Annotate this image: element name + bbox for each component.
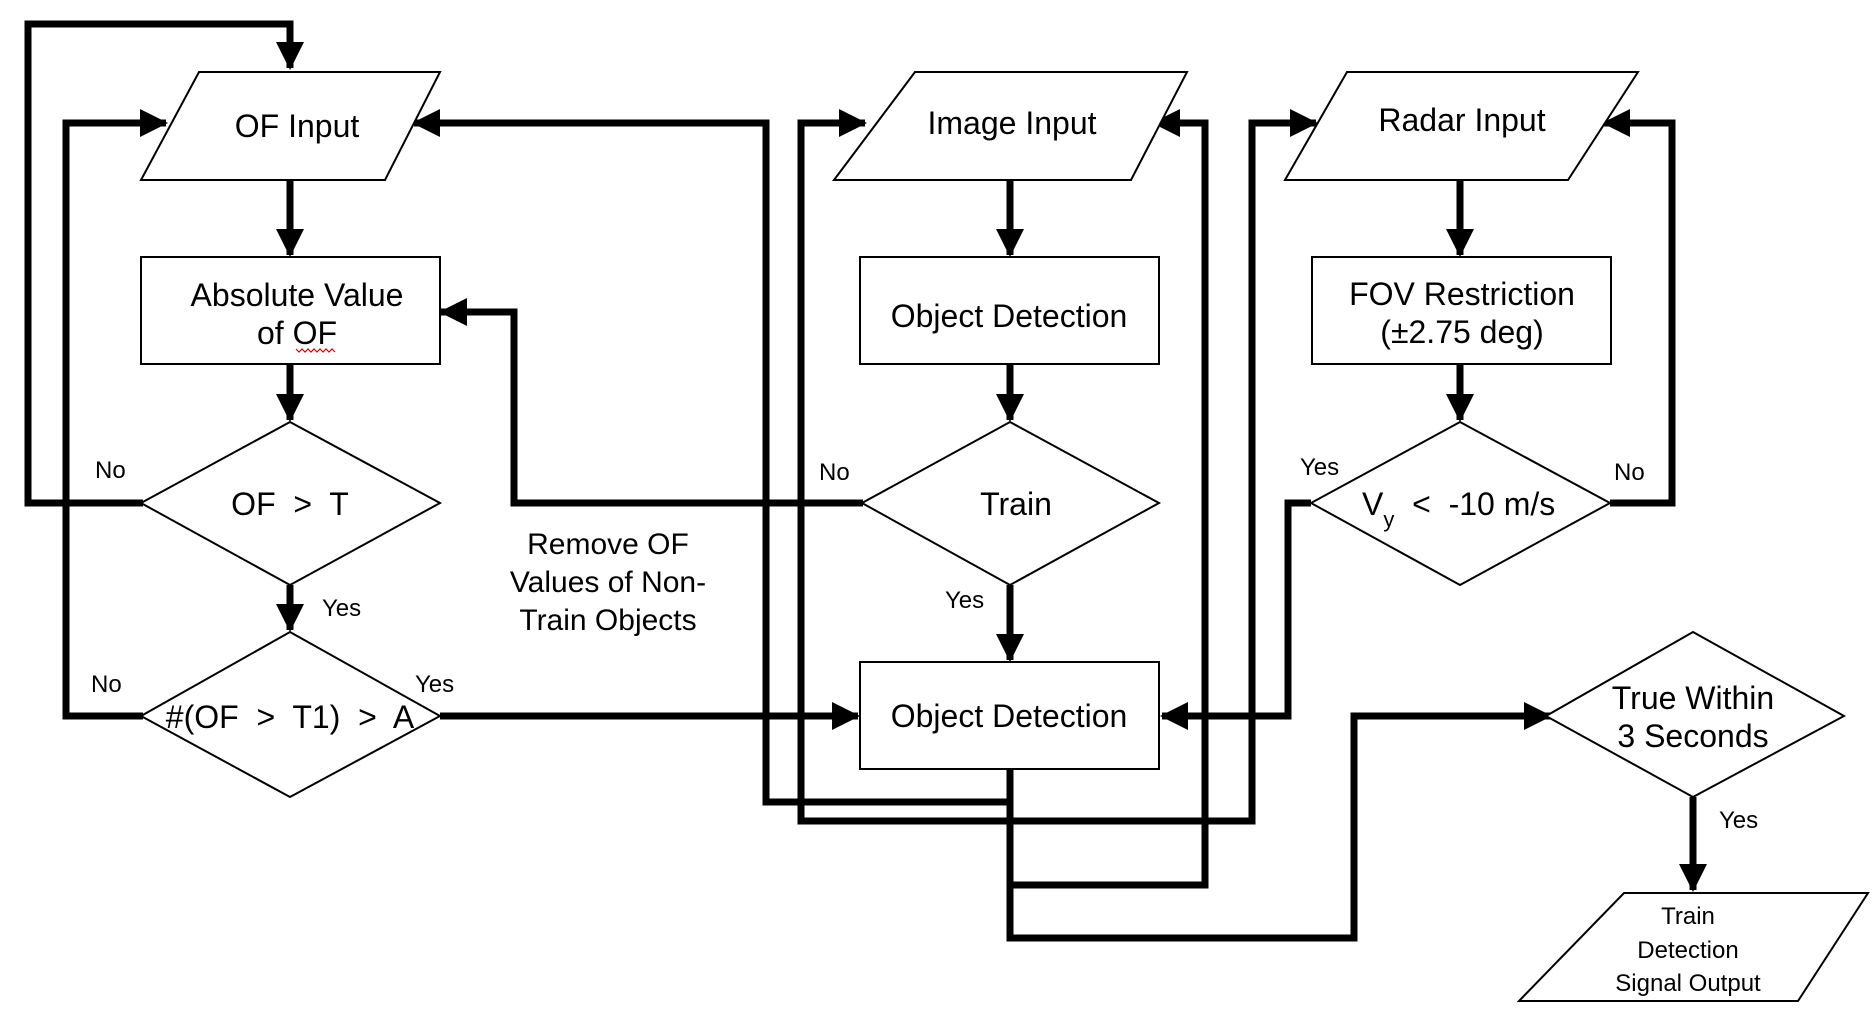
branch-train-yes: Yes bbox=[945, 587, 984, 614]
count-gt-a-label: #(OF > T1) > A bbox=[166, 699, 415, 735]
of-gt-t-label: OF > T bbox=[231, 486, 349, 522]
branch-count-yes: Yes bbox=[415, 671, 454, 698]
note-line1: Remove OF bbox=[527, 528, 689, 561]
spellcheck-underline bbox=[295, 348, 336, 353]
fov-label-line1: FOV Restriction bbox=[1349, 276, 1575, 312]
of-input-label: OF Input bbox=[235, 108, 360, 144]
branch-vy-yes: Yes bbox=[1300, 454, 1339, 481]
note-line2: Values of Non- bbox=[510, 566, 706, 599]
output-label-line1: Train bbox=[1661, 903, 1715, 930]
connector-vy-no bbox=[1602, 109, 1676, 507]
vy-label: Vy < -10 m/s bbox=[1362, 486, 1555, 532]
connectors bbox=[24, 20, 1707, 942]
output-label-line2: Detection bbox=[1637, 937, 1738, 964]
of-gt-t-diamond bbox=[138, 420, 443, 587]
image-input-parallelogram bbox=[832, 71, 1189, 181]
connector-vy-yes bbox=[1160, 499, 1311, 730]
branch-vy-no: No bbox=[1614, 459, 1645, 486]
branch-train-no: No bbox=[819, 459, 850, 486]
count-gt-a-diamond bbox=[138, 630, 443, 799]
branch-count-no: No bbox=[91, 671, 122, 698]
node-labels: OF Input Absolute Value of OF OF > T #(O… bbox=[166, 102, 1774, 997]
abs-value-label-line1: Absolute Value bbox=[191, 277, 404, 313]
radar-input-label: Radar Input bbox=[1378, 102, 1545, 138]
remove-of-note: Remove OF Values of Non- Train Objects bbox=[510, 528, 706, 637]
object-detection-2-label: Object Detection bbox=[891, 698, 1128, 734]
true-within-diamond bbox=[1543, 630, 1847, 799]
branch-true-within-yes: Yes bbox=[1719, 807, 1758, 834]
radar-input-parallelogram bbox=[1283, 71, 1640, 181]
connector-objdet2-truewithin bbox=[1006, 702, 1552, 942]
train-diamond bbox=[859, 420, 1162, 587]
vy-diamond bbox=[1308, 420, 1613, 587]
of-input-parallelogram bbox=[139, 71, 442, 181]
object-detection-1-box bbox=[859, 256, 1160, 365]
true-within-label-line1: True Within bbox=[1612, 680, 1774, 716]
fov-restriction-box bbox=[1311, 256, 1612, 365]
note-line3: Train Objects bbox=[519, 604, 696, 637]
nodes bbox=[138, 71, 1870, 1002]
train-label: Train bbox=[980, 486, 1052, 522]
abs-value-box bbox=[140, 256, 441, 365]
object-detection-2-box bbox=[859, 661, 1160, 770]
object-detection-1-label: Object Detection bbox=[891, 298, 1128, 334]
true-within-label-line2: 3 Seconds bbox=[1617, 718, 1768, 754]
vy-rest: < -10 m/s bbox=[1394, 486, 1555, 522]
connector-train-no bbox=[439, 298, 863, 507]
output-label-line3: Signal Output bbox=[1615, 970, 1761, 997]
abs-value-label-line2: of OF bbox=[257, 315, 337, 351]
output-parallelogram bbox=[1516, 892, 1870, 1002]
branch-of-t-yes: Yes bbox=[322, 595, 361, 622]
image-input-label: Image Input bbox=[928, 105, 1097, 141]
fov-label-line2: (±2.75 deg) bbox=[1380, 314, 1543, 350]
vy-subscript: y bbox=[1383, 507, 1394, 532]
branch-of-t-no: No bbox=[95, 457, 126, 484]
branch-labels: No Yes No Yes No Yes Yes No Yes bbox=[91, 454, 1758, 834]
connector-count-no bbox=[62, 109, 168, 720]
vy-main: V bbox=[1362, 486, 1384, 522]
